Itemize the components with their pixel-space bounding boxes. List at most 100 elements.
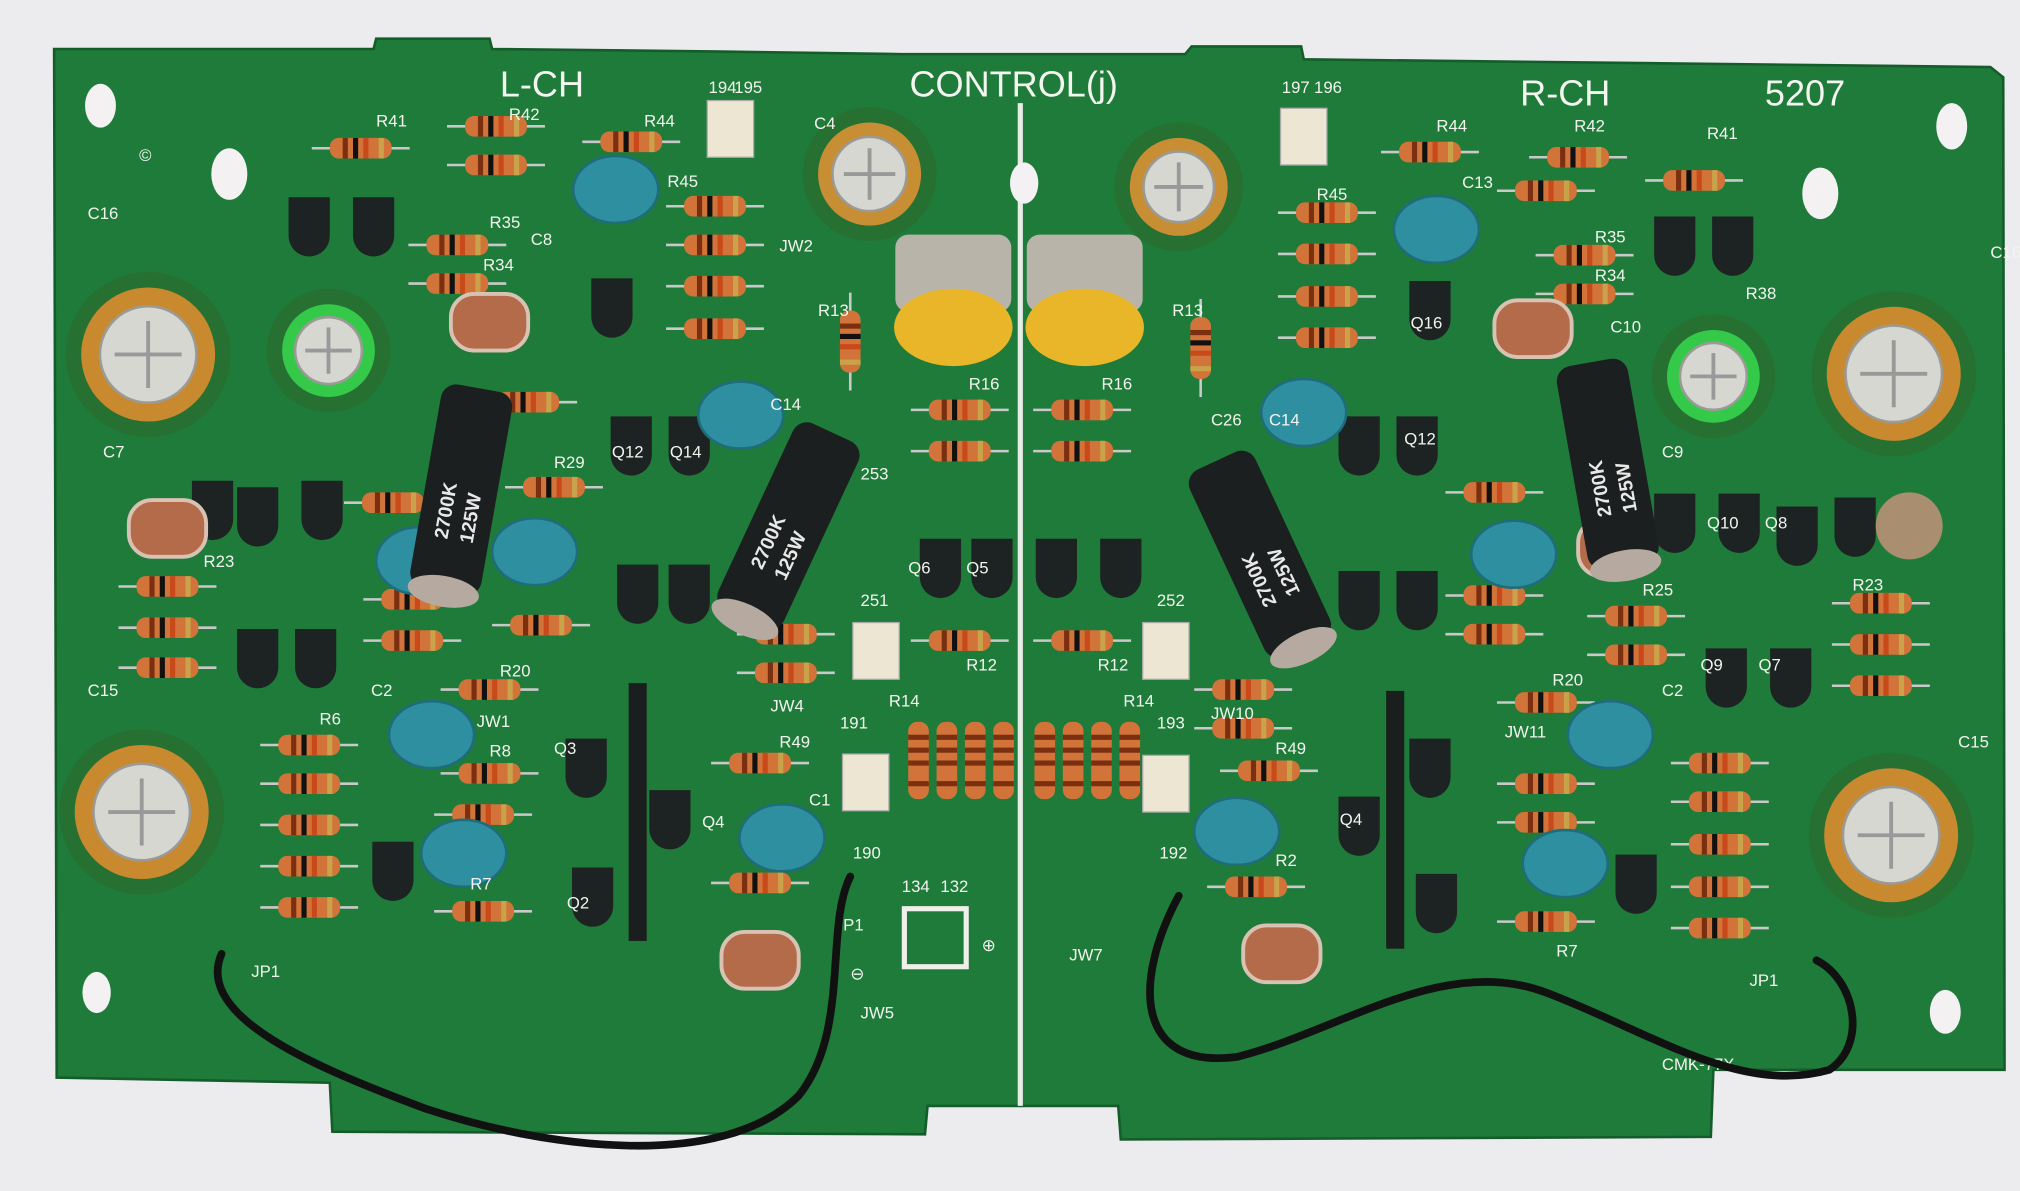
silkscreen-label-minus: ⊖	[850, 965, 864, 984]
resistor	[666, 275, 764, 297]
resistor	[440, 763, 539, 784]
ceramic-capacitor	[696, 380, 785, 450]
silkscreen-label-c10-r: C10	[1610, 318, 1641, 337]
resistor	[1190, 299, 1211, 397]
resistor	[260, 773, 359, 794]
ceramic-capacitor	[1469, 519, 1558, 590]
silkscreen-label-r34-r: R34	[1595, 266, 1626, 285]
resistor	[1496, 180, 1595, 202]
resistor	[260, 814, 359, 836]
resistor	[311, 137, 410, 159]
silkscreen-label-c14-l: C14	[770, 395, 801, 414]
resistor	[1277, 202, 1376, 223]
silkscreen-label-r7-r: R7	[1556, 941, 1577, 960]
resistor	[260, 897, 359, 918]
silkscreen-label-n134: 134	[902, 877, 930, 896]
silkscreen-label-q4-r: Q4	[1340, 810, 1362, 829]
resistor	[1587, 605, 1686, 627]
silkscreen-copyright: ©	[139, 146, 152, 165]
resistor	[1277, 286, 1376, 307]
pin-header-connector	[706, 99, 755, 158]
silkscreen-label-n192: 192	[1159, 843, 1187, 862]
silkscreen-label-c26: C26	[1211, 410, 1242, 429]
pin-header-connector	[1142, 621, 1190, 680]
resistor	[1645, 170, 1744, 191]
resistor	[839, 292, 861, 391]
inductor	[1241, 923, 1323, 985]
resistor	[1277, 243, 1376, 265]
resistor	[1033, 440, 1132, 462]
resistor	[1529, 146, 1628, 168]
resistor	[1445, 585, 1544, 606]
silkscreen-label-r29: R29	[554, 453, 585, 472]
resistor	[1496, 773, 1595, 794]
transistor	[352, 197, 395, 257]
pin-header-connector	[852, 621, 900, 680]
transistor	[1834, 497, 1876, 557]
ceramic-capacitor	[738, 803, 826, 873]
resistor	[504, 476, 603, 498]
trimmer-potentiometer	[1025, 234, 1144, 367]
silkscreen-label-r23-r: R23	[1853, 575, 1884, 594]
silkscreen-label-r35-l: R35	[490, 213, 521, 232]
transistor	[1409, 738, 1451, 798]
transistor	[1100, 538, 1142, 599]
ceramic-capacitor	[1392, 194, 1481, 265]
resistor	[1119, 721, 1141, 800]
transistor	[971, 538, 1013, 599]
pin-header-connector	[1142, 754, 1190, 813]
jumper-wire-right	[1146, 891, 1857, 1080]
silkscreen-label-r44-r: R44	[1436, 116, 1467, 135]
inductor	[719, 929, 801, 991]
silkscreen-label-r20-l: R20	[500, 662, 531, 681]
transistor	[1654, 216, 1696, 276]
transistor	[565, 738, 607, 798]
silkscreen-label-c13-r: C13	[1462, 173, 1493, 192]
transistor	[571, 867, 614, 927]
silkscreen-label-jw2: JW2	[779, 236, 812, 255]
silkscreen-label-jw5: JW5	[861, 1003, 894, 1022]
inductor	[126, 498, 209, 559]
silkscreen-label-q5: Q5	[966, 559, 988, 578]
transistor	[1338, 571, 1380, 631]
electrolytic-capacitor-c15-left	[59, 729, 225, 895]
electrolytic-capacitor-c16-right	[1811, 291, 1977, 457]
silkscreen-label-c2-l: C2	[371, 681, 392, 700]
silkscreen-label-r45-l: R45	[667, 172, 698, 191]
silkscreen-label-n251: 251	[861, 591, 889, 610]
heat-sink-bar	[628, 683, 647, 941]
transistor	[1718, 493, 1760, 553]
disc-component	[1875, 492, 1943, 560]
silkscreen-label-c15-r: C15	[1958, 733, 1989, 752]
silkscreen-label-r12-l: R12	[966, 655, 997, 674]
silkscreen-label-q14: Q14	[670, 443, 702, 462]
resistor	[666, 318, 764, 339]
resistor	[1445, 482, 1544, 503]
silkscreen-label-r16-r: R16	[1101, 374, 1132, 393]
electrolytic-capacitor-c16-left	[65, 271, 231, 437]
silkscreen-label-r13-r: R13	[1172, 301, 1203, 320]
silkscreen-label-n190: 190	[853, 843, 881, 862]
electrolytic-capacitor-green-right	[1651, 314, 1776, 439]
transistor	[301, 480, 343, 541]
transistor	[1338, 796, 1380, 856]
silkscreen-label-r44-l: R44	[644, 111, 675, 130]
silkscreen-label-r20-r: R20	[1552, 671, 1583, 690]
silkscreen-label-n196: 196	[1314, 78, 1342, 97]
transistor	[1415, 873, 1458, 934]
silkscreen-label-r7-l: R7	[470, 874, 491, 893]
ceramic-capacitor	[1566, 699, 1655, 770]
transistor	[237, 629, 279, 689]
transistor	[1338, 416, 1380, 476]
silkscreen-jp1-left: JP1	[251, 962, 280, 981]
transistor	[649, 790, 691, 850]
resistor	[1062, 721, 1084, 800]
resistor	[993, 721, 1014, 800]
silkscreen-label-r6: R6	[319, 709, 340, 728]
silkscreen-label-r8: R8	[490, 742, 511, 761]
silkscreen-label-n193: 193	[1157, 713, 1185, 732]
resistor	[479, 391, 578, 413]
silkscreen-label-jw1: JW1	[477, 712, 510, 731]
